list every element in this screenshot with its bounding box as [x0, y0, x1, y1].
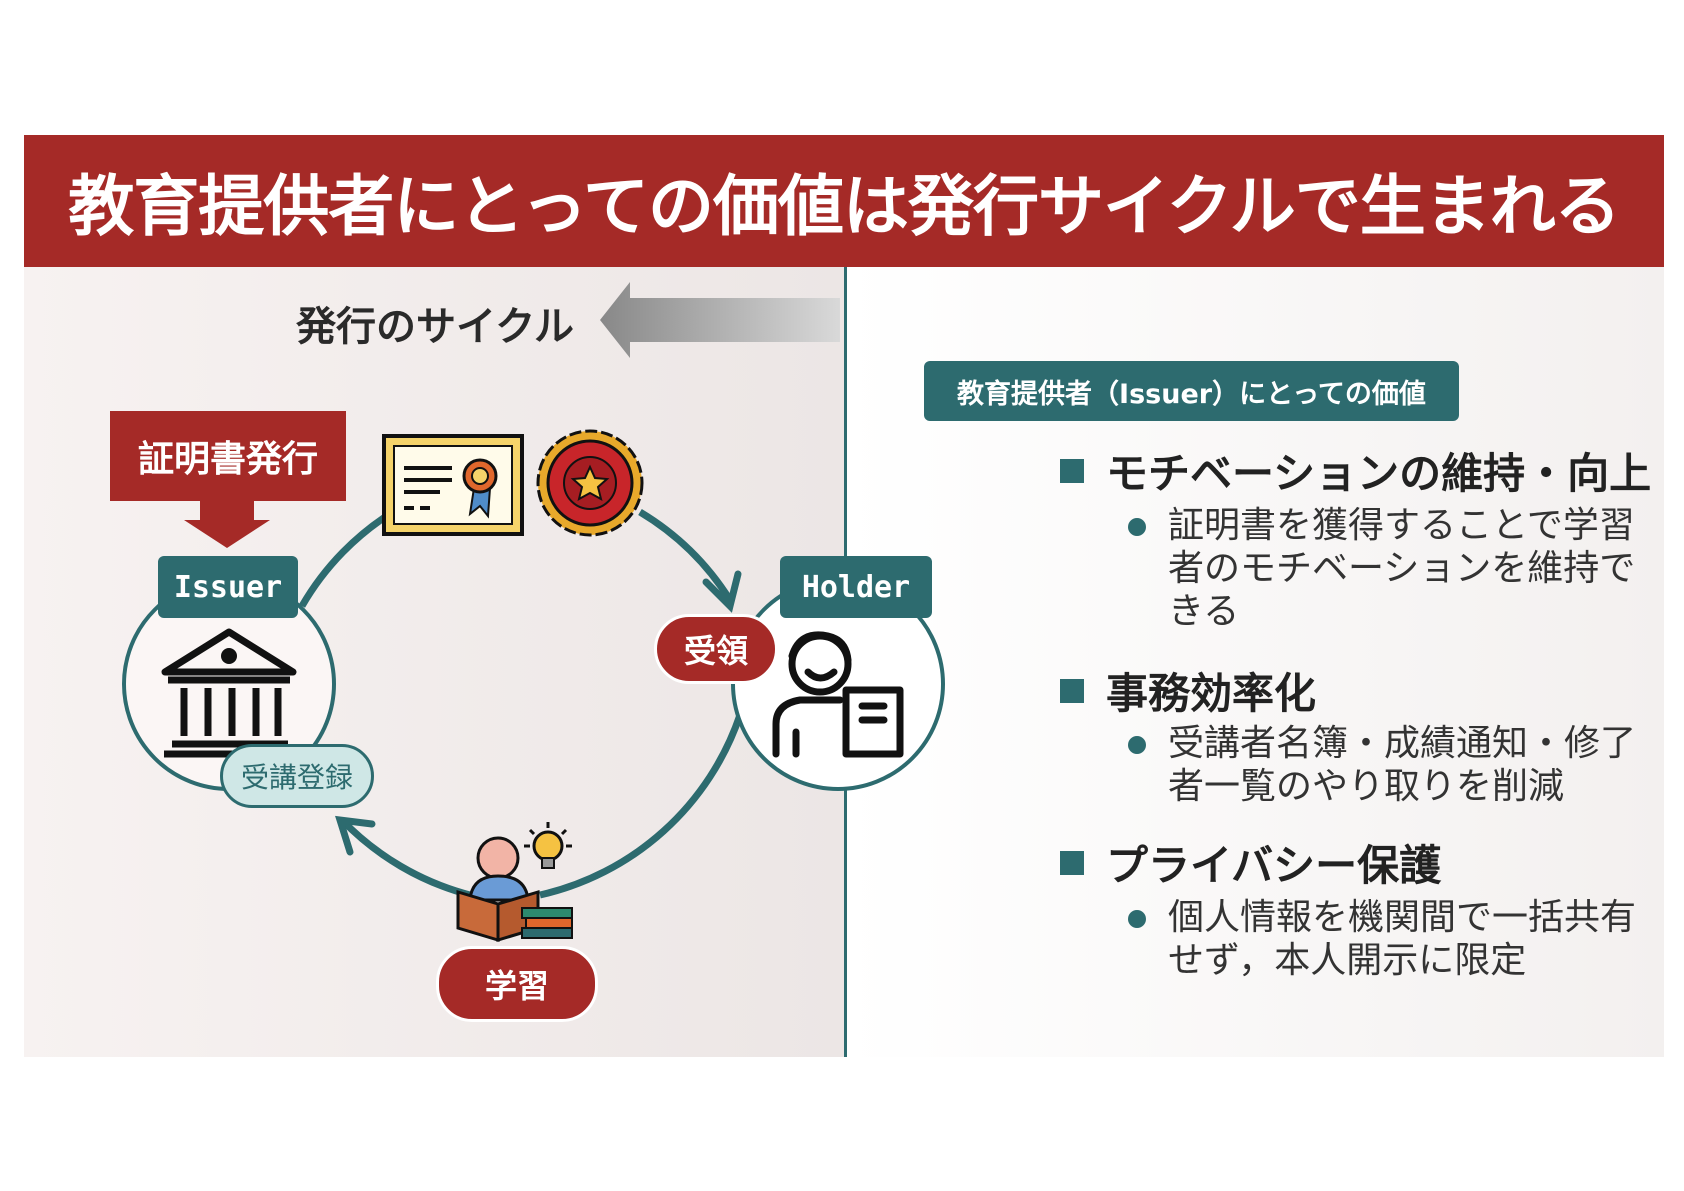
bullet-dot-icon	[1128, 736, 1146, 754]
bullet-motivation: 証明書を獲得することで学習者のモチベーションを維持できる	[1128, 504, 1648, 633]
holder-person-icon	[772, 631, 904, 758]
section-motivation: モチベーションの維持・向上	[1060, 440, 1651, 501]
issue-down-arrow-icon	[184, 500, 270, 548]
cycle-label: 発行のサイクル	[296, 304, 574, 350]
issuer-label: Issuer	[158, 556, 298, 618]
certificate-icon	[382, 434, 524, 536]
medal-icon	[536, 429, 644, 537]
section-square-icon	[1060, 850, 1084, 875]
arrowhead-issuer-icon	[335, 815, 376, 856]
section-heading: プライバシー保護	[1106, 841, 1442, 890]
student-reading-icon	[456, 822, 573, 943]
register-label: 受講登録	[220, 744, 374, 808]
section-square-icon	[1060, 458, 1084, 483]
bullet-text: 証明書を獲得することで学習者のモチベーションを維持できる	[1168, 505, 1636, 632]
arc-issuer-to-cert	[298, 507, 398, 608]
bullet-text: 受講者名簿・成績通知・修了者一覧のやり取りを削減	[1168, 723, 1637, 807]
bullet-dot-icon	[1128, 910, 1146, 928]
title-bar: 教育提供者にとっての価値は発行サイクルで生まれる	[24, 135, 1664, 267]
page-title: 教育提供者にとっての価値は発行サイクルで生まれる	[68, 168, 1620, 245]
arc-holder-to-learn	[539, 713, 744, 899]
arc-medal-to-holder	[638, 508, 733, 602]
cycle-direction-arrow-icon	[600, 282, 840, 358]
bullet-privacy: 個人情報を機関間で一括共有せず，本人開示に限定	[1128, 896, 1648, 982]
section-square-icon	[1060, 678, 1084, 703]
section-heading: 事務効率化	[1106, 669, 1317, 718]
bullet-efficiency: 受講者名簿・成績通知・修了者一覧のやり取りを削減	[1128, 722, 1648, 808]
section-efficiency: 事務効率化	[1060, 660, 1316, 721]
lightbulb-icon	[524, 822, 572, 869]
arc-learn-to-issuer	[339, 817, 471, 899]
holder-label: Holder	[780, 556, 932, 618]
arrowhead-holder-icon	[702, 570, 742, 613]
books-icon	[521, 907, 573, 939]
learn-label: 学習	[436, 946, 598, 1022]
section-privacy: プライバシー保護	[1060, 832, 1441, 893]
value-header: 教育提供者（Issuer）にとっての価値	[924, 361, 1459, 421]
issue-certificate-tag: 証明書発行	[110, 411, 346, 501]
bullet-dot-icon	[1128, 518, 1146, 536]
receive-label: 受領	[654, 614, 778, 684]
section-heading: モチベーションの維持・向上	[1106, 449, 1652, 498]
bullet-text: 個人情報を機関間で一括共有せず，本人開示に限定	[1168, 897, 1637, 981]
